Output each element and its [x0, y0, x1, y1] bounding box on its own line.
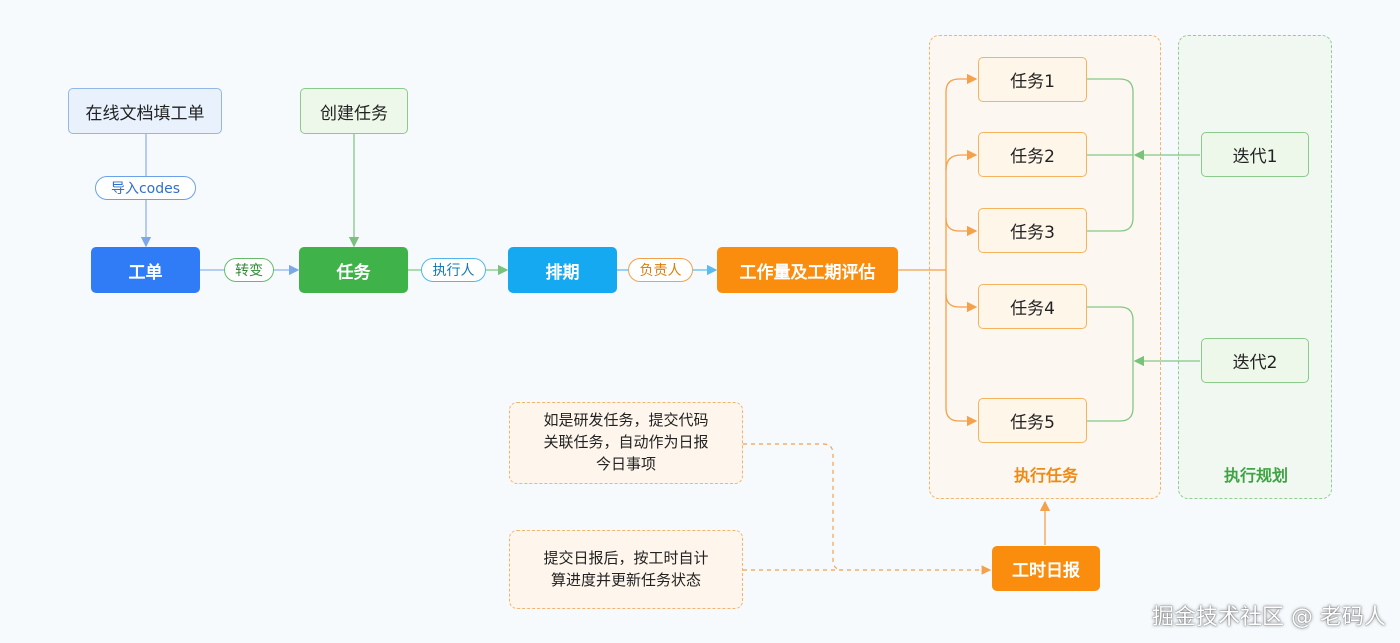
task-2-node[interactable]: 任务2 [978, 132, 1087, 177]
report-calc-note-line-2: 算进度并更新任务状态 [550, 570, 701, 589]
edge-fan-task2 [945, 149, 978, 171]
edge-fan-task4 [945, 270, 978, 313]
task-3-node[interactable]: 任务3 [978, 208, 1087, 253]
import-codes-label: 导入codes [95, 176, 196, 200]
report-calc-note-line-1: 提交日报后，按工时自计 [543, 548, 709, 567]
schedule-node[interactable]: 排期 [508, 247, 617, 293]
execute-planning-group: 执行规划 [1178, 35, 1332, 499]
edge-fan-task3 [945, 217, 978, 237]
iteration-1-node[interactable]: 迭代1 [1201, 132, 1309, 177]
task-node[interactable]: 任务 [299, 247, 408, 293]
report-calc-note: 提交日报后，按工时自计 算进度并更新任务状态 [509, 530, 743, 609]
daily-report-node[interactable]: 工时日报 [992, 546, 1100, 591]
bracket-iter2 [1087, 306, 1134, 422]
online-doc-node[interactable]: 在线文档填工单 [68, 88, 222, 134]
rd-task-note-line-2: 关联任务，自动作为日报 [543, 433, 709, 452]
ticket-node[interactable]: 工单 [91, 247, 200, 293]
task-1-node[interactable]: 任务1 [978, 57, 1087, 102]
watermark: 掘金技术社区 @ 老码人 [1152, 605, 1386, 630]
rd-task-note-line-3: 今日事项 [595, 454, 656, 473]
edge-fan-task5 [945, 294, 978, 427]
task-4-node[interactable]: 任务4 [978, 284, 1087, 329]
execute-planning-label: 执行规划 [1223, 466, 1288, 485]
owner-label: 负责人 [628, 258, 693, 282]
task-5-node[interactable]: 任务5 [978, 398, 1087, 443]
edge-fan-task1 [945, 73, 978, 270]
edge-note1-to-report [743, 443, 844, 571]
iteration-2-node[interactable]: 迭代2 [1201, 338, 1309, 383]
convert-label: 转变 [224, 258, 274, 282]
execute-tasks-label: 执行任务 [1013, 466, 1078, 485]
executor-label: 执行人 [421, 258, 486, 282]
estimate-node[interactable]: 工作量及工期评估 [717, 247, 898, 293]
rd-task-note: 如是研发任务，提交代码 关联任务，自动作为日报 今日事项 [509, 402, 743, 484]
rd-task-note-line-1: 如是研发任务，提交代码 [543, 411, 709, 430]
create-task-node[interactable]: 创建任务 [300, 88, 408, 134]
